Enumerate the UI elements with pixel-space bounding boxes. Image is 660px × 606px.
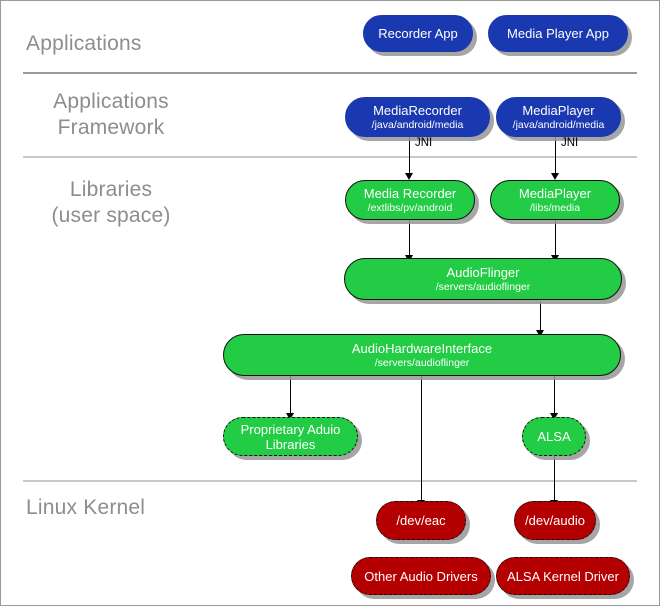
node-mediaplayer-lib-title: MediaPlayer (518, 186, 592, 201)
connector-ahi-to-alsa (554, 376, 555, 416)
node-mediarecorder-framework[interactable]: MediaRecorder /java/android/media (345, 97, 490, 137)
node-dev-audio[interactable]: /dev/audio (514, 501, 596, 540)
layer-label-applications-framework: Applications Framework (53, 90, 169, 139)
node-proprietary-audio-libraries-title: Proprietary Aduio Libraries (240, 421, 341, 452)
node-mediaplayer-framework-title: MediaPlayer (522, 103, 595, 118)
connector-mediaplayer-to-audioflinger (555, 220, 556, 258)
node-media-recorder-lib-title: Media Recorder (363, 186, 457, 201)
connector-mediarecorder-jni (409, 137, 410, 175)
arrowhead-audioflinger-to-audiohardwareinterface (535, 330, 544, 337)
node-audioflinger-title: AudioFlinger (446, 265, 520, 280)
node-other-audio-drivers-title: Other Audio Drivers (364, 568, 478, 584)
connector-audioflinger-to-audiohardwareinterface (540, 301, 541, 333)
connector-media-recorder-to-audioflinger (409, 220, 410, 258)
node-mediarecorder-framework-path: /java/android/media (371, 119, 464, 131)
node-recorder-app-title: Recorder App (378, 26, 458, 41)
node-alsa-title: ALSA (537, 429, 571, 444)
connector-mediaplayer-jni (555, 137, 556, 175)
node-audiohardwareinterface-title: AudioHardwareInterface (351, 341, 493, 356)
layer-label-applications: Applications (26, 32, 142, 55)
node-media-recorder-lib-path: /extlibs/pv/android (367, 202, 453, 214)
edge-label-jni-right: JNI (561, 137, 579, 149)
connector-ahi-to-proprietary-libraries (290, 376, 291, 416)
divider-applications (23, 72, 637, 74)
edge-label-jni-left: JNI (415, 137, 433, 149)
node-alsa-kernel-driver-title: ALSA Kernel Driver (507, 568, 619, 584)
node-recorder-app[interactable]: Recorder App (363, 15, 473, 52)
connector-alsa-to-dev-audio (554, 456, 555, 503)
arrowhead-ahi-to-proprietary-libraries (285, 413, 294, 420)
arrowhead-ahi-to-alsa (549, 413, 558, 420)
node-media-recorder-lib[interactable]: Media Recorder /extlibs/pv/android (345, 180, 475, 220)
node-mediaplayer-lib[interactable]: MediaPlayer /libs/media (490, 180, 620, 220)
node-media-player-app[interactable]: Media Player App (488, 15, 628, 52)
node-alsa[interactable]: ALSA (522, 417, 586, 456)
divider-framework (23, 156, 637, 158)
node-dev-eac[interactable]: /dev/eac (376, 501, 466, 540)
node-audioflinger[interactable]: AudioFlinger /servers/audioflinger (344, 258, 622, 300)
layer-label-libraries: Libraries (user space) (51, 178, 171, 227)
node-audiohardwareinterface-path: /servers/audioflinger (374, 357, 470, 369)
node-mediaplayer-framework-path: /java/android/media (512, 119, 605, 131)
node-mediaplayer-framework[interactable]: MediaPlayer /java/android/media (496, 97, 621, 137)
node-other-audio-drivers[interactable]: Other Audio Drivers (351, 557, 491, 595)
divider-kernel (23, 480, 637, 482)
node-mediaplayer-lib-path: /libs/media (529, 202, 581, 214)
node-mediarecorder-framework-title: MediaRecorder (373, 103, 462, 118)
arrowhead-mediaplayer-jni (550, 173, 559, 180)
connector-ahi-to-dev-eac (421, 376, 422, 503)
arrowhead-mediarecorder-jni (404, 173, 413, 180)
node-dev-eac-title: /dev/eac (396, 513, 446, 528)
layer-label-linux-kernel: Linux Kernel (26, 496, 146, 519)
node-audioflinger-path: /servers/audioflinger (435, 281, 531, 293)
node-media-player-app-title: Media Player App (507, 26, 609, 41)
node-audiohardwareinterface[interactable]: AudioHardwareInterface /servers/audiofli… (223, 334, 621, 376)
node-dev-audio-title: /dev/audio (525, 513, 585, 528)
node-proprietary-audio-libraries[interactable]: Proprietary Aduio Libraries (223, 417, 358, 456)
node-alsa-kernel-driver[interactable]: ALSA Kernel Driver (496, 557, 630, 595)
